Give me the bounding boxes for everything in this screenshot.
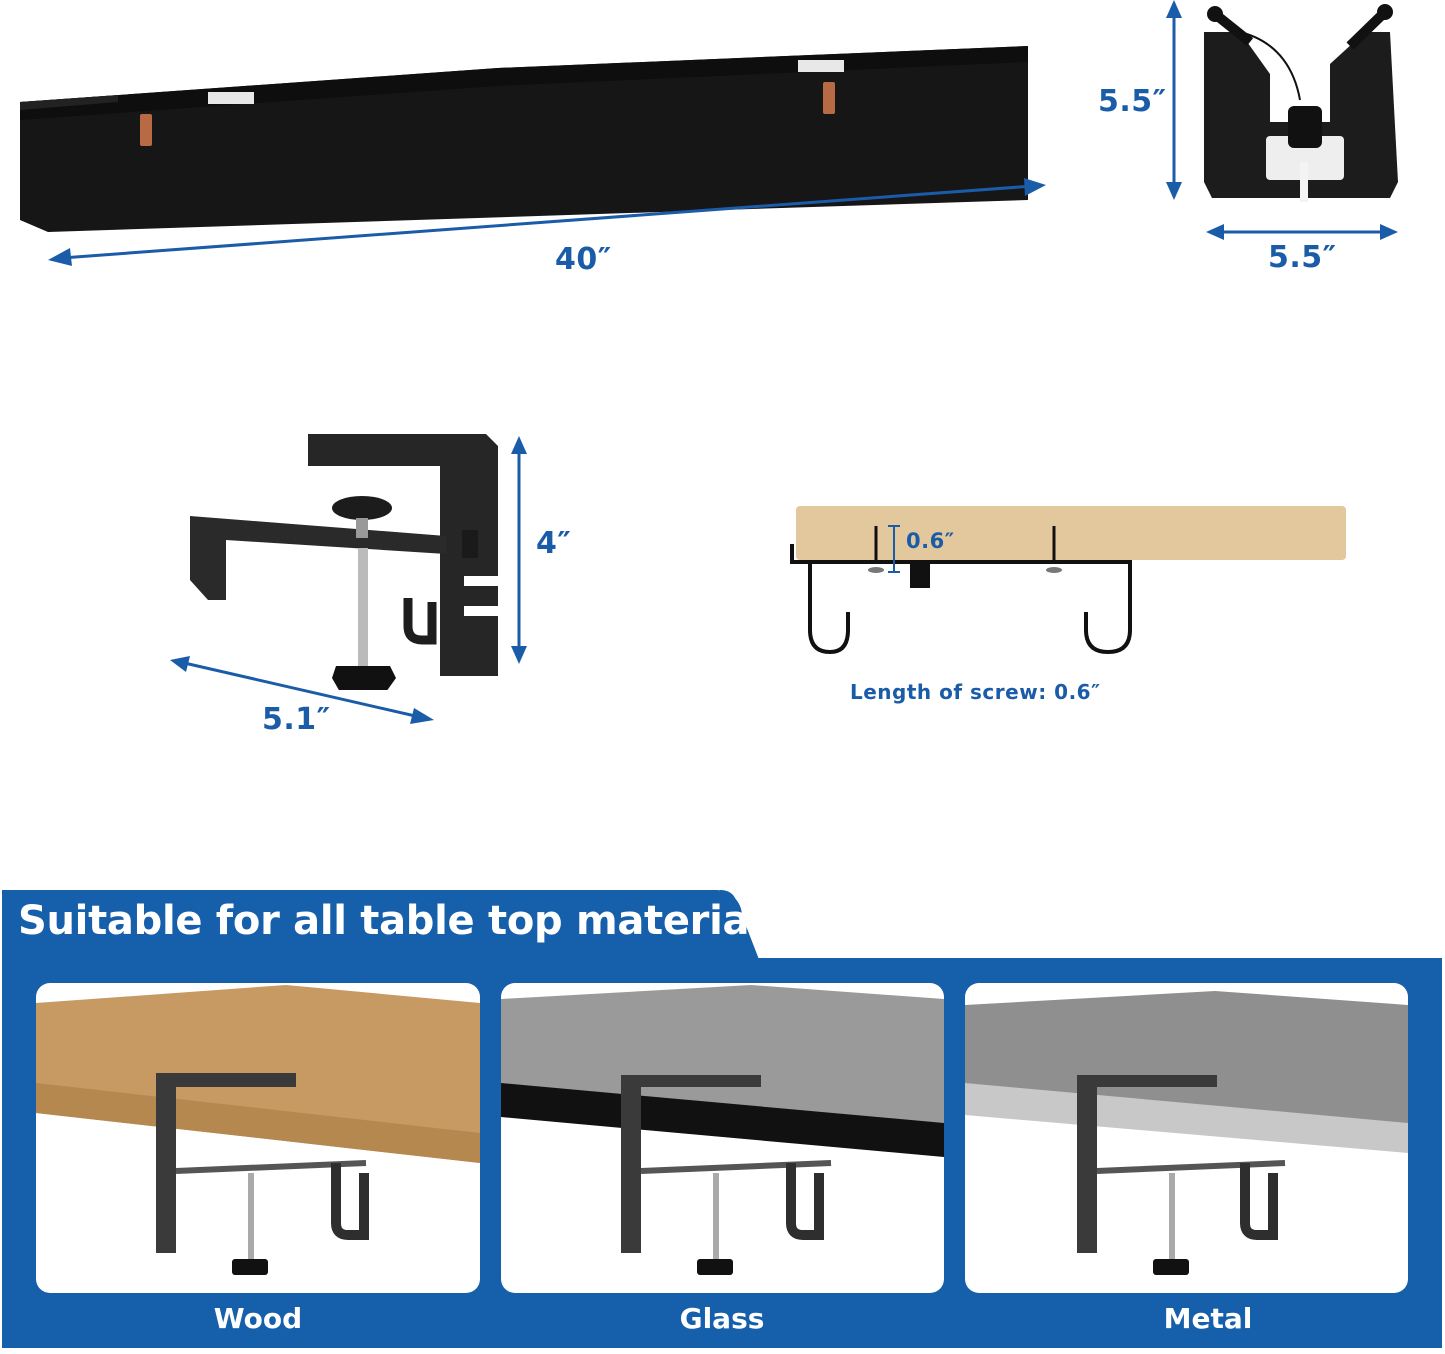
width-arrow-icon (1206, 224, 1398, 240)
screw-caption: Length of screw: 0.6″ (850, 680, 1101, 704)
material-label-glass: Glass (679, 1302, 765, 1335)
screw-length-label: 0.6″ (906, 529, 955, 553)
material-card-metal (965, 983, 1408, 1293)
clamp-depth-label: 5.1″ (262, 702, 331, 737)
length-label: 40″ (555, 242, 612, 277)
cable-tray-side-image (1200, 2, 1400, 202)
material-label-metal: Metal (1163, 1302, 1253, 1335)
strap-left (140, 114, 152, 146)
cable-tray-front-image (18, 40, 1048, 240)
material-card-glass (501, 983, 944, 1293)
material-card-wood (36, 983, 480, 1293)
length-arrow-icon (48, 178, 1046, 266)
strap-right (823, 82, 835, 114)
materials-heading-tab (2, 890, 742, 962)
material-label-wood: Wood (213, 1302, 303, 1335)
materials-heading: Suitable for all table top materials (18, 898, 787, 944)
clamp-height-label: 4″ (536, 526, 572, 561)
height-arrow-icon (1166, 0, 1182, 200)
clamp-image (186, 430, 506, 692)
side-width-label: 5.5″ (1268, 240, 1337, 275)
side-height-label: 5.5″ (1098, 84, 1167, 119)
screw-mount-diagram (786, 500, 1346, 660)
clamp-height-arrow-icon (511, 436, 527, 664)
clamp-depth-arrow-icon (170, 656, 434, 724)
tab-slope (720, 890, 760, 962)
